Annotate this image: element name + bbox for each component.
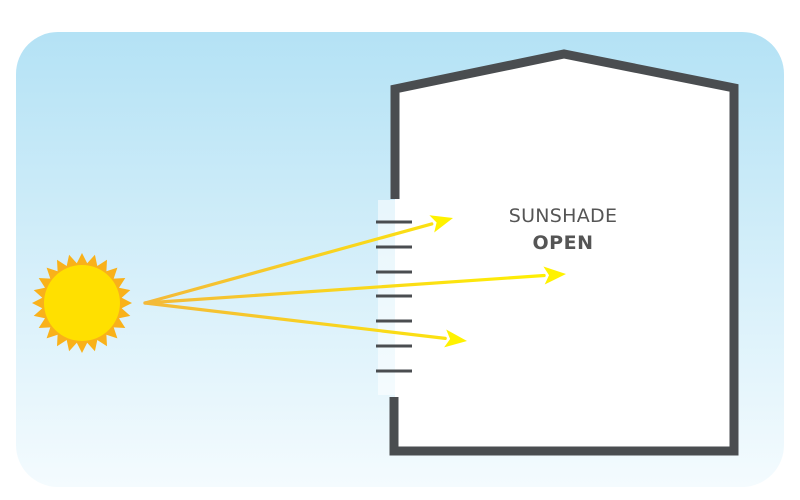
light-ray (143, 273, 546, 305)
light-ray (143, 222, 434, 305)
sunshade-state-label: OPEN (533, 232, 594, 254)
sun-core (44, 265, 120, 341)
light-ray-arrowhead (429, 215, 453, 233)
light-ray-arrowhead (543, 266, 566, 285)
sunshade-label: SUNSHADE (509, 205, 618, 227)
building-interior (395, 54, 733, 450)
sun-icon (32, 253, 132, 353)
building-upper-wall (389, 49, 739, 456)
sunshade-louvers (376, 220, 412, 373)
light-ray (143, 301, 447, 340)
light-ray-arrows (143, 215, 566, 348)
light-ray-arrowhead (444, 329, 467, 348)
building-outline (389, 49, 739, 456)
